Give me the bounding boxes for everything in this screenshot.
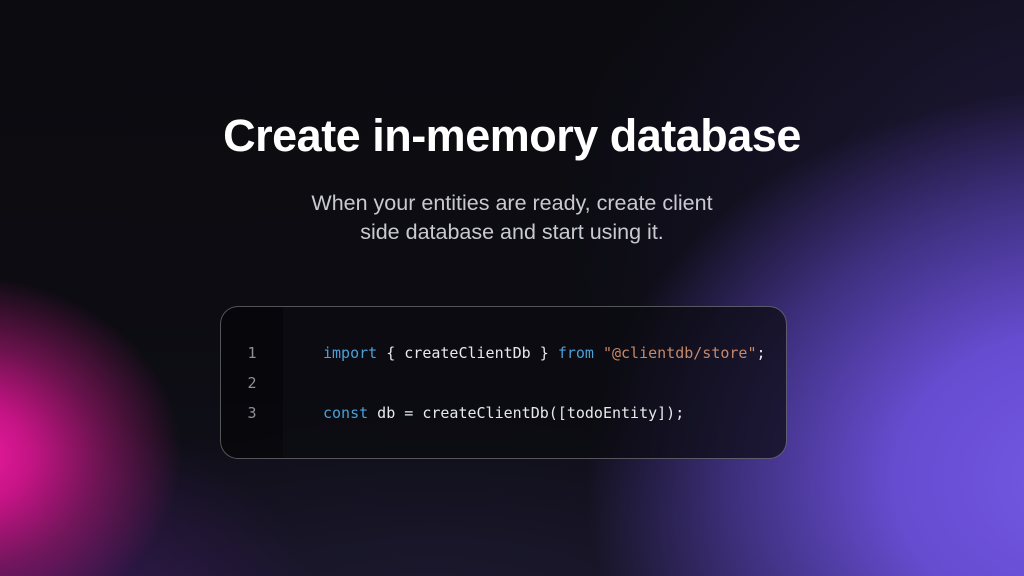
code-line: 1 import { createClientDb } from "@client… — [221, 338, 786, 368]
token-plain — [594, 344, 603, 362]
code-editor-content: 1 import { createClientDb } from "@client… — [221, 307, 786, 428]
page-subtitle-line-2: side database and start using it. — [360, 220, 664, 244]
page-subtitle: When your entities are ready, create cli… — [0, 189, 1024, 247]
line-number: 3 — [247, 404, 257, 422]
token-plain: { createClientDb } — [377, 344, 558, 362]
page-subtitle-line-1: When your entities are ready, create cli… — [311, 191, 713, 215]
code-panel: 1 import { createClientDb } from "@client… — [220, 306, 787, 459]
token-keyword: import — [323, 344, 378, 362]
token-plain: db = createClientDb([todoEntity]); — [368, 404, 685, 422]
code-text: import { createClientDb } from "@clientd… — [283, 344, 766, 362]
token-string: "@clientdb/store" — [602, 344, 757, 362]
page-title: Create in-memory database — [223, 110, 801, 161]
line-number-gutter — [221, 307, 283, 458]
code-line: 2 — [221, 368, 786, 398]
code-text: const db = createClientDb([todoEntity]); — [283, 404, 684, 422]
token-plain: ; — [756, 344, 766, 362]
line-number: 2 — [247, 374, 257, 392]
token-keyword: from — [557, 344, 594, 362]
code-line: 3 const db = createClientDb([todoEntity])… — [221, 398, 786, 428]
line-number: 1 — [247, 344, 257, 362]
token-keyword: const — [323, 404, 369, 422]
